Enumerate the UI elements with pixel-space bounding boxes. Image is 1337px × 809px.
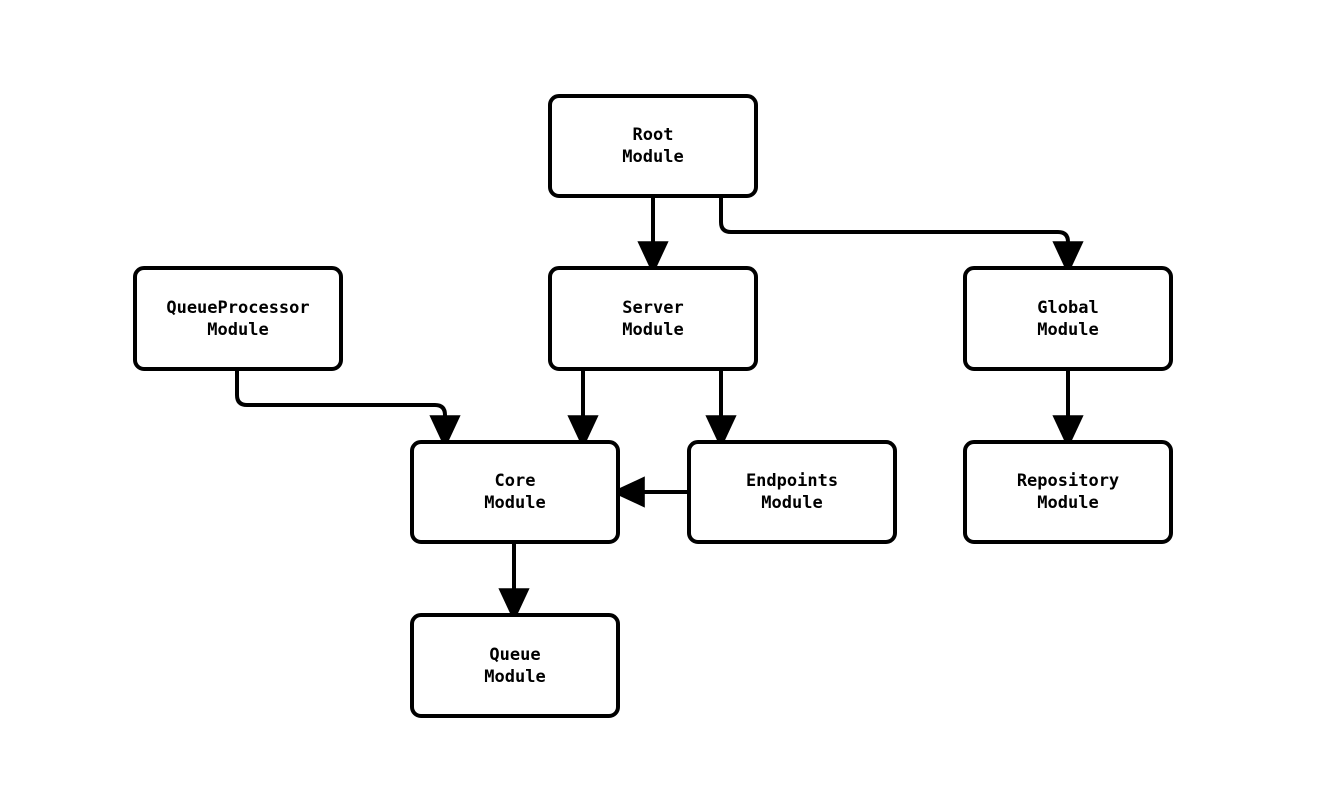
node-root-module[interactable]: Root Module bbox=[548, 94, 758, 198]
node-queueprocessor-module[interactable]: QueueProcessor Module bbox=[133, 266, 343, 371]
node-label-endpoints-module: Endpoints Module bbox=[745, 471, 839, 513]
node-endpoints-module[interactable]: Endpoints Module bbox=[687, 440, 897, 544]
node-label-queue-module: Queue Module bbox=[484, 644, 546, 687]
node-label-global-module: Global Module bbox=[1037, 297, 1099, 340]
node-label-root-module: Root Module bbox=[622, 125, 684, 167]
node-queue-module[interactable]: Queue Module bbox=[410, 613, 620, 718]
node-label-repository-module: Repository Module bbox=[1016, 471, 1120, 513]
node-label-core-module: Core Module bbox=[484, 471, 546, 513]
node-label-server-module: Server Module bbox=[622, 297, 684, 340]
node-label-queueprocessor-module: QueueProcessor Module bbox=[166, 297, 310, 340]
edge-root-to-global bbox=[719, 198, 1084, 275]
node-global-module[interactable]: Global Module bbox=[963, 266, 1173, 371]
node-core-module[interactable]: Core Module bbox=[410, 440, 620, 544]
edge-queueprocessor-to-core bbox=[235, 371, 461, 449]
node-repository-module[interactable]: Repository Module bbox=[963, 440, 1173, 544]
node-server-module[interactable]: Server Module bbox=[548, 266, 758, 371]
